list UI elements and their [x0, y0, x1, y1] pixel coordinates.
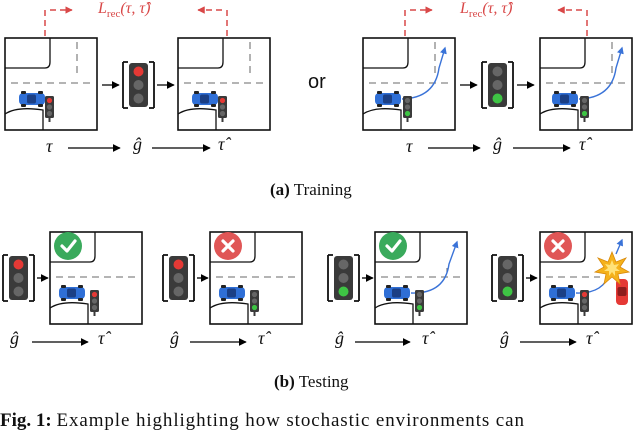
tau-label: τ [406, 136, 413, 156]
tau-hat-label: τ̂ [586, 328, 593, 348]
g-hat-label: ĝ [10, 328, 19, 348]
tau-hat-label: τ̂ [422, 328, 429, 348]
goal-light-red-3 [162, 254, 195, 302]
goal-light-green-1 [481, 61, 514, 109]
figure-caption: Fig. 1: Example highlighting how stochas… [0, 410, 525, 431]
scene-tau-hat-2 [539, 37, 633, 131]
tau-hat-label: τ̂ [579, 134, 586, 154]
goal-light-green-3 [491, 254, 524, 302]
loss-bracket-left [44, 6, 228, 38]
g-hat-label: ĝ [500, 328, 509, 348]
caption-testing: (b) Testing [274, 372, 349, 391]
test-scene-1 [49, 231, 143, 325]
goal-light-red-2 [2, 254, 35, 302]
test-scene-4 [539, 231, 633, 325]
explosion-icon [593, 250, 631, 286]
g-hat-label: ĝ [133, 134, 142, 154]
or-label: or [308, 71, 326, 93]
scene-tau-hat-1 [177, 37, 271, 131]
loss-label-right: Lrec(τ, τ̂) [460, 0, 513, 21]
scene-tau-2 [362, 37, 456, 131]
tau-hat-label: τ̂ [258, 328, 265, 348]
caption-training: (a) Training [270, 180, 352, 199]
cross-icon [214, 232, 242, 260]
check-icon [54, 232, 82, 260]
goal-light-green-2 [327, 254, 360, 302]
check-icon [379, 232, 407, 260]
g-hat-label: ĝ [493, 134, 502, 154]
test-scene-2 [209, 231, 303, 325]
goal-light-red-1 [122, 61, 155, 109]
g-hat-label: ĝ [170, 328, 179, 348]
loss-bracket-right [404, 6, 588, 38]
tau-hat-label: τ̂ [218, 134, 225, 154]
cross-icon [544, 232, 572, 260]
scene-tau-1 [4, 37, 98, 131]
tau-hat-label: τ̂ [98, 328, 105, 348]
tau-label: τ [46, 136, 53, 156]
g-hat-label: ĝ [335, 328, 344, 348]
loss-label-left: Lrec(τ, τ̂) [98, 0, 151, 21]
test-scene-3 [374, 231, 468, 325]
